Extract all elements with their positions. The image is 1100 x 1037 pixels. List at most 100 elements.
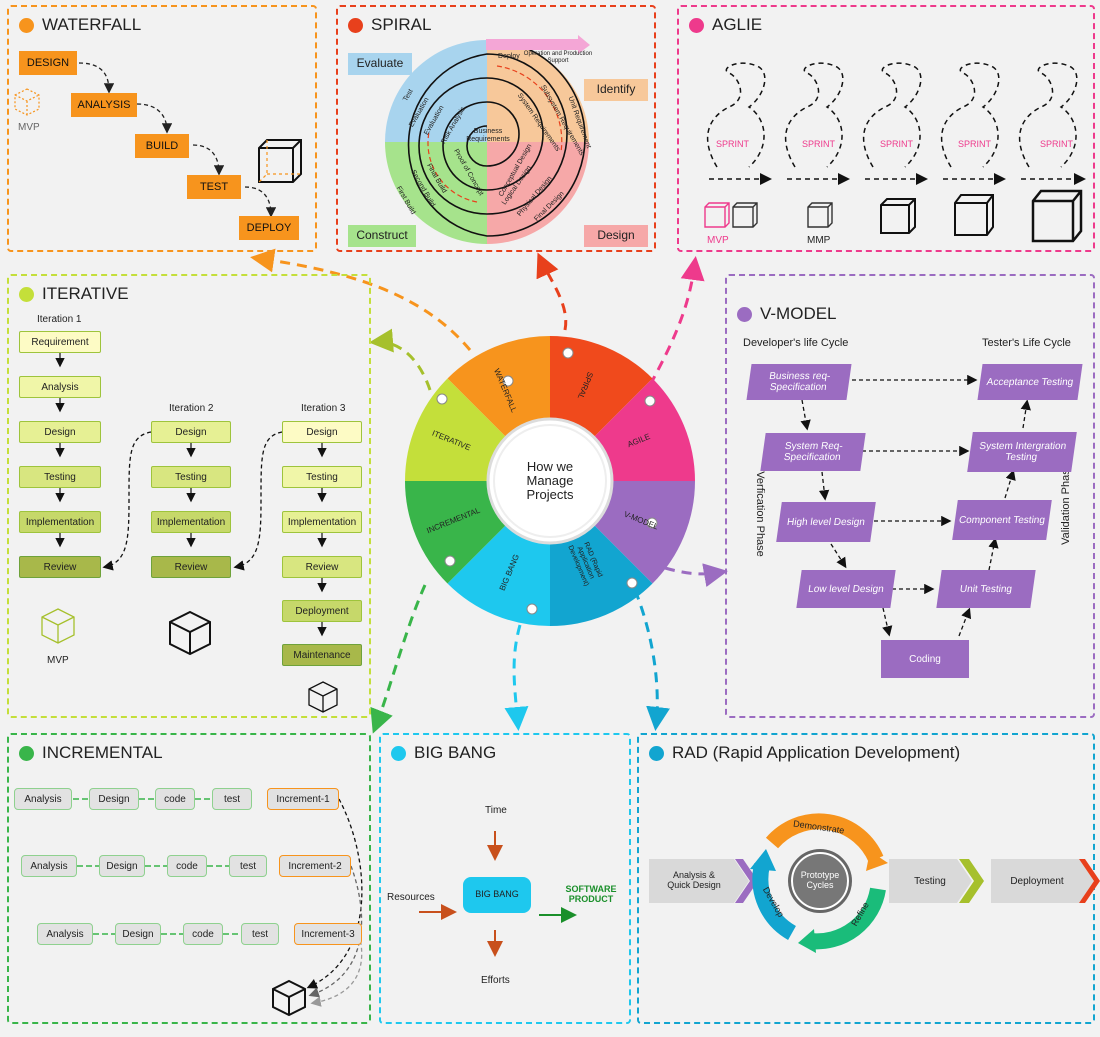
vmodel-dot-icon — [737, 306, 752, 322]
vmodel-arrows — [800, 374, 1031, 637]
iterative-c2-implementation: Implementation — [151, 511, 231, 533]
waterfall-step-design: DESIGN — [19, 51, 77, 75]
wheel-graphic — [405, 336, 695, 626]
agile-title: AGLIE — [689, 15, 762, 35]
iterative-iteration-1-label: Iteration 1 — [37, 314, 82, 325]
agile-sprint-5: SPRINT — [1040, 139, 1074, 149]
vmodel-component-testing: Component Testing — [952, 500, 1052, 540]
spiral-quadrant-identify: Identify — [584, 79, 648, 101]
agile-dot-icon — [689, 17, 704, 33]
iterative-c1-design: Design — [19, 421, 101, 443]
iterative-c3-maintenance: Maintenance — [282, 644, 362, 666]
iterative-c2-review: Review — [151, 556, 231, 578]
rad-panel: RAD (Rapid Application Development) Anal… — [637, 733, 1100, 1024]
agile-graphic — [704, 62, 1086, 243]
vmodel-coding: Coding — [881, 640, 969, 678]
bigbang-panel: BIG BANG Time Resources Efforts BIG BANG… — [379, 733, 631, 1024]
waterfall-arrows — [14, 62, 302, 218]
iterative-c3-design: Design — [282, 421, 362, 443]
agile-mvp-cube-pink-icon — [704, 202, 730, 228]
waterfall-connector — [250, 248, 472, 351]
waterfall-panel: WATERFALL DESIGN ANALYSIS BUILD TEST DEP… — [7, 5, 317, 252]
iterative-c1-analysis: Analysis — [19, 376, 101, 398]
waterfall-step-analysis: ANALYSIS — [71, 93, 137, 117]
spiral-deploy-label: Deploy — [498, 53, 520, 60]
iterative-connector — [369, 328, 432, 391]
spiral-quadrant-construct: Construct — [348, 225, 416, 247]
iterative-iteration-3-label: Iteration 3 — [301, 403, 346, 414]
agile-cube-3-icon — [880, 198, 916, 234]
agile-cube-5-icon — [1031, 189, 1083, 243]
agile-mvp-label: MVP — [707, 235, 729, 246]
bigbang-time-label: Time — [485, 805, 507, 816]
incremental-cube-icon — [272, 979, 306, 1017]
vmodel-high-level-design: High level Design — [776, 502, 876, 542]
iterative-c1-review: Review — [19, 556, 101, 578]
iterative-c1-implementation: Implementation — [19, 511, 101, 533]
incremental-r1-code: code — [155, 788, 195, 810]
vmodel-system-req: System Req-Specification — [760, 433, 866, 471]
bigbang-arrows — [419, 831, 577, 957]
vmodel-title: V-MODEL — [737, 304, 837, 324]
incremental-r3-test: test — [241, 923, 279, 945]
iterative-c3-review: Review — [282, 556, 362, 578]
vmodel-unit-testing: Unit Testing — [936, 570, 1036, 608]
vmodel-panel: V-MODEL Developer's life Cycle Tester's … — [725, 274, 1095, 718]
incremental-increment-2: Increment-2 — [279, 855, 351, 877]
bigbang-title: BIG BANG — [391, 743, 496, 763]
incremental-dot-icon — [19, 745, 34, 761]
agile-connector — [648, 256, 705, 386]
agile-panel: AGLIE SPRINT SPRINT SPRINT SPRINT SPRINT… — [677, 5, 1095, 252]
iterative-iteration-2-label: Iteration 2 — [169, 403, 214, 414]
bigbang-center-box: BIG BANG — [463, 877, 531, 913]
spiral-ops-label: Operation and Production Support — [523, 51, 593, 64]
iterative-title: ITERATIVE — [19, 284, 129, 304]
vmodel-low-level-design: Low level Design — [796, 570, 896, 608]
vmodel-system-integration-testing: System Intergration Testing — [967, 432, 1077, 472]
iterative-cube-2-icon — [169, 610, 211, 656]
incremental-panel: INCREMENTAL Analysis Design code test In… — [7, 733, 371, 1024]
incremental-r1-test: test — [212, 788, 252, 810]
agile-cube-4-icon — [954, 194, 994, 236]
waterfall-cube-icon — [258, 139, 302, 183]
iterative-c1-testing: Testing — [19, 466, 101, 488]
spiral-title: SPIRAL — [348, 15, 431, 35]
incremental-arrows — [73, 798, 363, 1017]
incremental-title: INCREMENTAL — [19, 743, 163, 763]
rad-graphic — [649, 813, 1100, 953]
bigbang-dot-icon — [391, 745, 406, 761]
spiral-graphic — [385, 35, 590, 244]
agile-sprint-1: SPRINT — [716, 139, 750, 149]
iterative-dot-icon — [19, 286, 34, 302]
iterative-c3-implementation: Implementation — [282, 511, 362, 533]
incremental-r3-code: code — [183, 923, 223, 945]
incremental-r3-analysis: Analysis — [37, 923, 93, 945]
waterfall-dot-icon — [19, 17, 34, 33]
bigbang-product-label: SOFTWARE PRODUCT — [565, 884, 617, 904]
incremental-connector — [370, 584, 427, 734]
waterfall-step-test: TEST — [187, 175, 241, 199]
iterative-c1-requirement: Requirement — [19, 331, 101, 353]
vmodel-business-req: Business req-Specification — [746, 364, 852, 400]
bigbang-resources-label: Resources — [387, 892, 435, 903]
vmodel-connector — [664, 563, 728, 587]
iterative-c2-testing: Testing — [151, 466, 231, 488]
agile-mvp-cube-icon — [732, 202, 758, 228]
rad-connector — [633, 589, 670, 731]
waterfall-step-build: BUILD — [135, 134, 189, 158]
incremental-r2-test: test — [229, 855, 267, 877]
vmodel-dev-label: Developer's life Cycle — [743, 337, 849, 349]
incremental-r2-design: Design — [99, 855, 145, 877]
iterative-c3-deployment: Deployment — [282, 600, 362, 622]
incremental-increment-3: Increment-3 — [294, 923, 362, 945]
agile-sprint-2: SPRINT — [802, 139, 836, 149]
incremental-r2-code: code — [167, 855, 207, 877]
rad-title: RAD (Rapid Application Development) — [649, 743, 960, 763]
agile-sprint-3: SPRINT — [880, 139, 914, 149]
iterative-arrows — [41, 353, 338, 713]
spiral-label-business-requirements: Business Requirements — [466, 128, 510, 143]
waterfall-mvp-cube-icon — [14, 88, 40, 116]
spiral-quadrant-design: Design — [584, 225, 648, 247]
vmodel-acceptance-testing: Acceptance Testing — [977, 364, 1083, 400]
rad-deployment-step: Deployment — [1010, 875, 1064, 887]
